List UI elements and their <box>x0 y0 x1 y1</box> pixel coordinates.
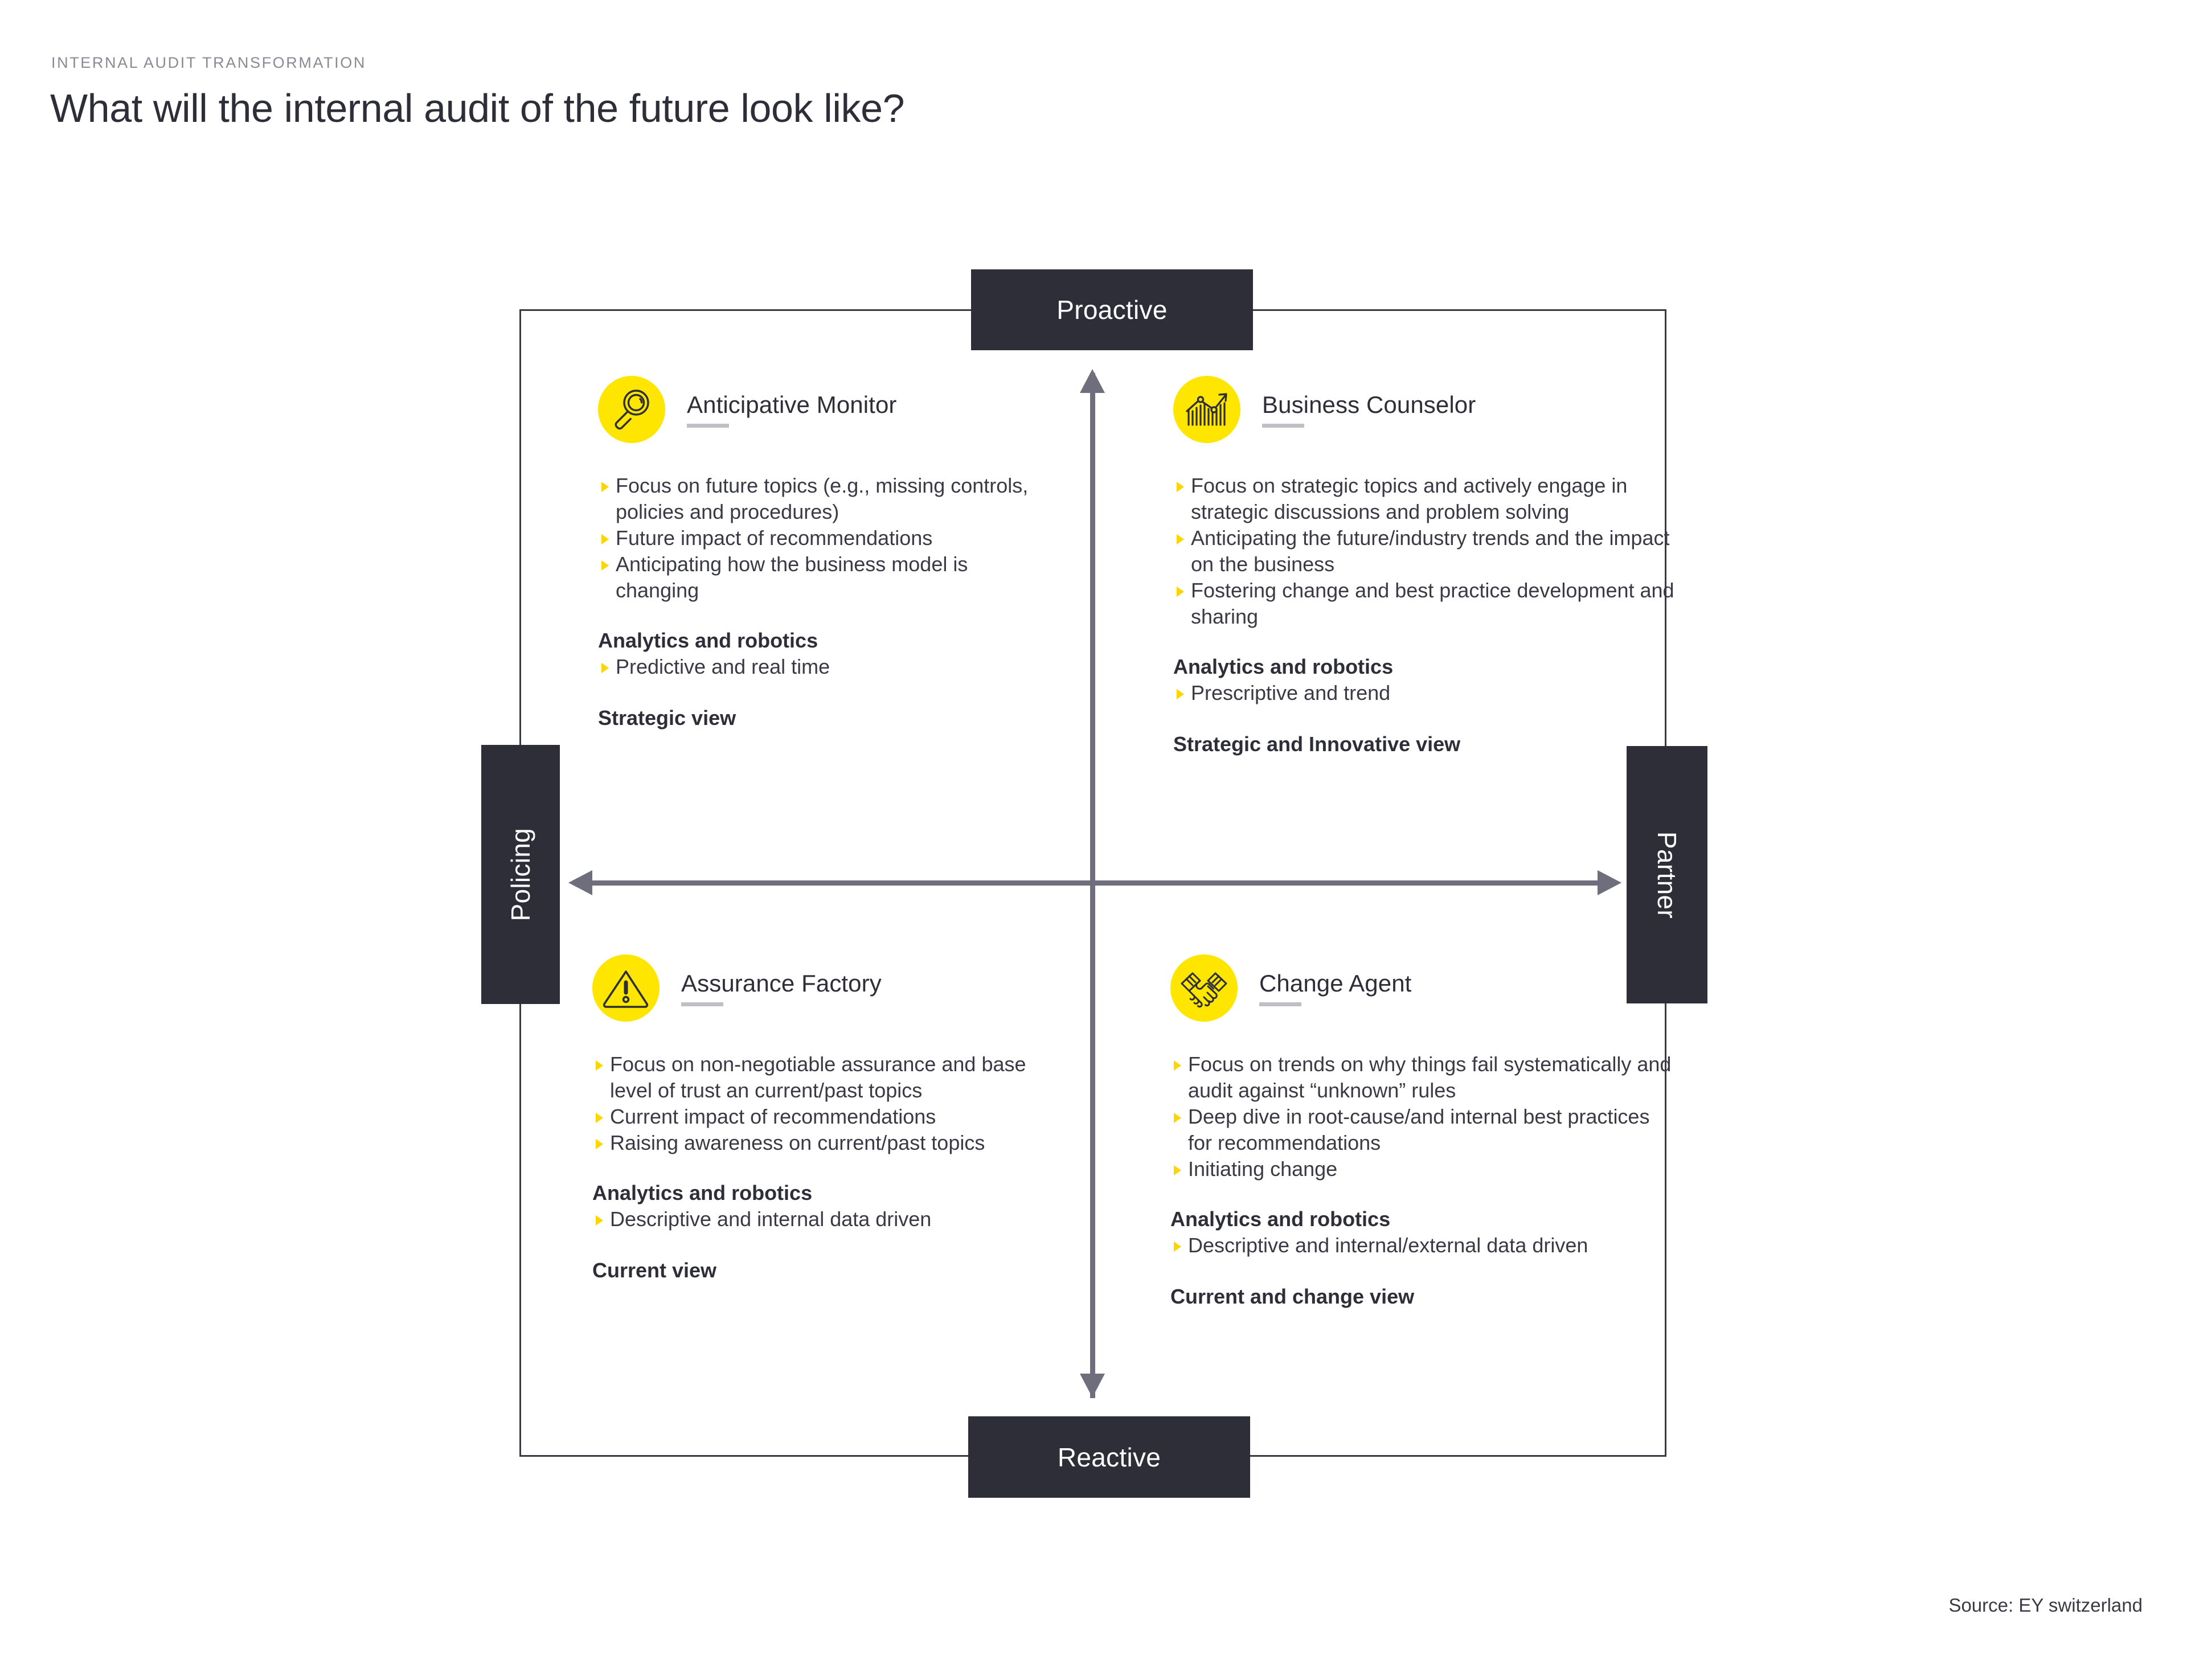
bullet-item: Focus on future topics (e.g., missing co… <box>598 473 1031 525</box>
quadrant-title: Change Agent <box>1259 970 1412 997</box>
quadrant-header: Anticipative Monitor <box>598 376 1031 443</box>
quadrant-title: Business Counselor <box>1262 391 1476 418</box>
handshake-icon <box>1170 954 1238 1022</box>
axis-arrow-right-icon <box>1598 870 1621 895</box>
source-caption: Source: EY switzerland <box>1948 1595 2143 1616</box>
view-label: Current view <box>592 1259 717 1282</box>
title-underline <box>1262 424 1304 428</box>
quadrant-bullets: Focus on future topics (e.g., missing co… <box>598 473 1031 604</box>
axis-arrow-up-icon <box>1080 369 1105 393</box>
quadrant-title-wrap: Business Counselor <box>1262 391 1476 428</box>
page-title: What will the internal audit of the futu… <box>50 86 905 130</box>
magnifier-icon <box>598 376 665 443</box>
title-underline <box>687 424 729 428</box>
axis-label-reactive-text: Reactive <box>1057 1442 1161 1472</box>
title-underline <box>681 1002 723 1006</box>
title-underline <box>1259 1002 1301 1006</box>
quadrant-title-wrap: Change Agent <box>1259 970 1411 1006</box>
quadrant-header: Change Agent <box>1170 954 1672 1022</box>
bullet-item: Current impact of recommendations <box>592 1104 1042 1130</box>
bullet-item: Deep dive in root-cause/and internal bes… <box>1170 1104 1672 1156</box>
quadrant-title-wrap: Assurance Factory <box>681 970 882 1006</box>
axis-arrow-left-icon <box>568 870 592 895</box>
quadrant-bullets: Focus on strategic topics and actively e… <box>1173 473 1674 630</box>
quadrant-bullets: Focus on non-negotiable assurance and ba… <box>592 1051 1042 1156</box>
quadrant-bullets: Focus on trends on why things fail syste… <box>1170 1051 1672 1182</box>
vertical-axis-line <box>1090 373 1095 1398</box>
warning-triangle-icon <box>592 954 660 1022</box>
analytics-bullet-item: Descriptive and internal data driven <box>592 1206 1042 1232</box>
quadrant-business-counselor: Business Counselor Focus on strategic to… <box>1173 376 1674 756</box>
quadrant-assurance-factory: Assurance Factory Focus on non-negotiabl… <box>592 954 1042 1282</box>
bullet-item: Focus on strategic topics and actively e… <box>1173 473 1674 525</box>
axis-label-policing-text: Policing <box>506 827 535 921</box>
axis-label-reactive: Reactive <box>968 1416 1250 1498</box>
analytics-heading: Analytics and robotics <box>592 1181 813 1204</box>
bullet-item: Fostering change and best practice devel… <box>1173 577 1674 630</box>
axis-label-proactive: Proactive <box>971 269 1253 350</box>
axis-arrow-down-icon <box>1080 1374 1105 1398</box>
quadrant-title: Anticipative Monitor <box>687 391 897 418</box>
horizontal-axis-line <box>592 880 1598 886</box>
view-label: Strategic and Innovative view <box>1173 732 1461 756</box>
analytics-bullet-item: Prescriptive and trend <box>1173 680 1674 706</box>
bullet-item: Anticipating how the business model is c… <box>598 551 1031 604</box>
quadrant-anticipative-monitor: Anticipative Monitor Focus on future top… <box>598 376 1031 730</box>
quadrant-header: Assurance Factory <box>592 954 1042 1022</box>
view-label: Strategic view <box>598 706 736 730</box>
quadrant-title: Assurance Factory <box>681 970 882 997</box>
quadrant-change-agent: Change Agent Focus on trends on why thin… <box>1170 954 1672 1309</box>
quadrant-header: Business Counselor <box>1173 376 1674 443</box>
axis-label-partner-text: Partner <box>1652 831 1682 919</box>
bullet-item: Raising awareness on current/past topics <box>592 1130 1042 1156</box>
analytics-bullet-item: Descriptive and internal/external data d… <box>1170 1232 1672 1259</box>
view-label: Current and change view <box>1170 1285 1415 1308</box>
bullet-item: Future impact of recommendations <box>598 525 1031 551</box>
bullet-item: Anticipating the future/industry trends … <box>1173 525 1674 577</box>
analytics-heading: Analytics and robotics <box>598 629 818 652</box>
analytics-bullet-item: Predictive and real time <box>598 654 1031 680</box>
analytics-heading: Analytics and robotics <box>1170 1207 1391 1231</box>
quadrant-title-wrap: Anticipative Monitor <box>687 391 897 428</box>
axis-label-partner: Partner <box>1627 746 1707 1003</box>
bullet-item: Initiating change <box>1170 1156 1672 1182</box>
bullet-item: Focus on trends on why things fail syste… <box>1170 1051 1672 1104</box>
bullet-item: Focus on non-negotiable assurance and ba… <box>592 1051 1042 1104</box>
analytics-heading: Analytics and robotics <box>1173 655 1394 678</box>
axis-label-policing: Policing <box>481 745 560 1004</box>
axis-label-proactive-text: Proactive <box>1056 295 1168 325</box>
growth-chart-icon <box>1173 376 1240 443</box>
eyebrow-label: INTERNAL AUDIT TRANSFORMATION <box>51 54 366 71</box>
